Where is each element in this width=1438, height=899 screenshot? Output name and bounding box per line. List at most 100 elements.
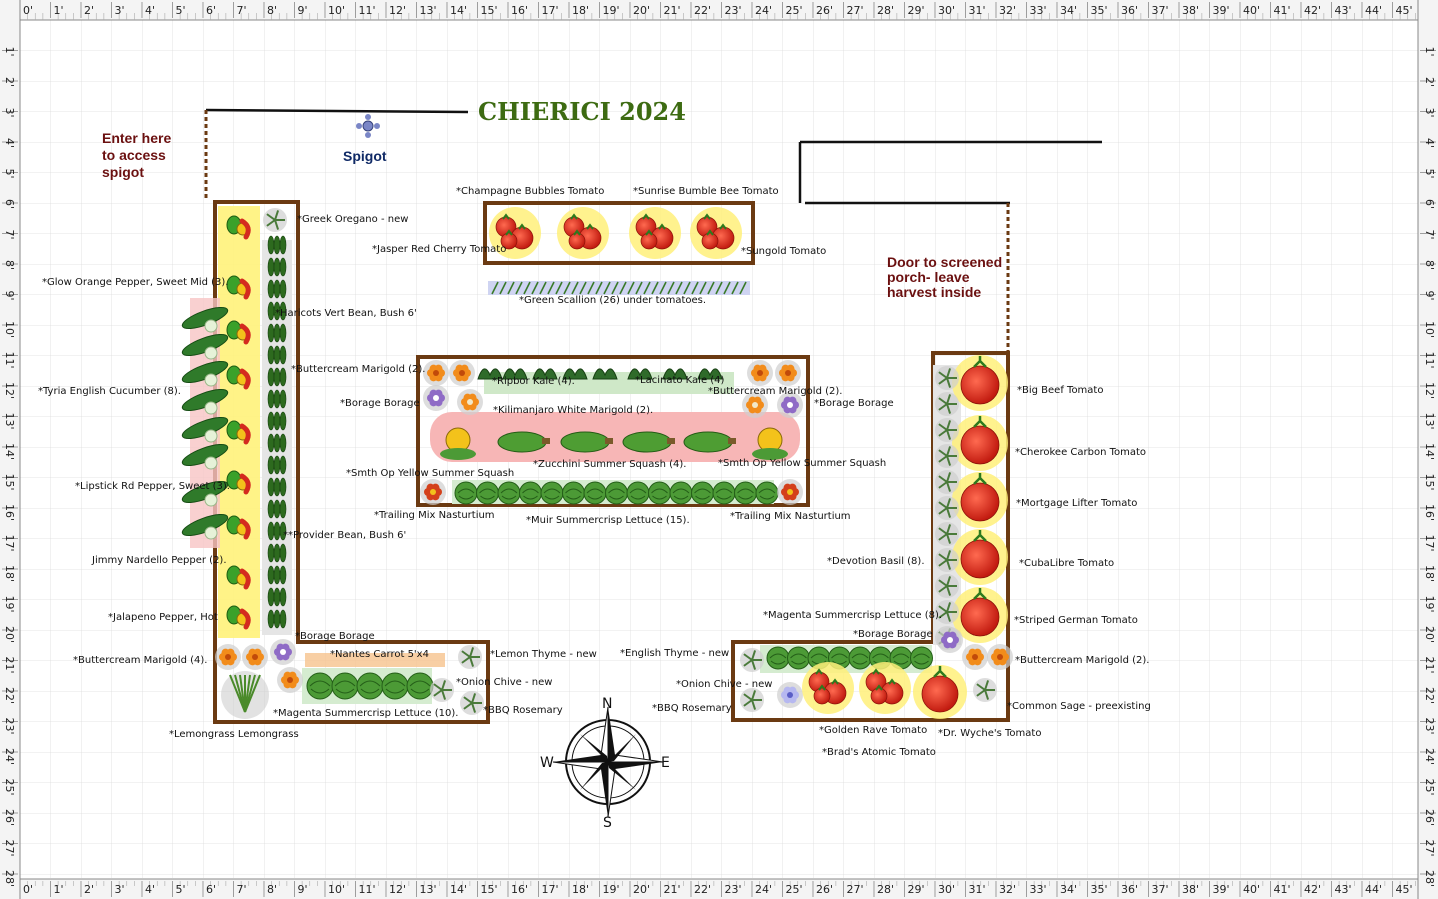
ruler-tick-label: 25' xyxy=(786,883,803,896)
plant-label: *Striped German Tomato xyxy=(1014,615,1138,626)
compass-rose-icon xyxy=(552,706,664,818)
ruler-tick-label: 4' xyxy=(145,883,155,896)
ruler-tick-label: 39' xyxy=(1213,883,1230,896)
cucumber-icon xyxy=(181,513,229,540)
ruler-tick-label: 20' xyxy=(3,626,16,643)
ruler-tick-label: 19' xyxy=(3,596,16,613)
ruler-tick-label: 7' xyxy=(237,4,247,17)
ruler-tick-label: 16' xyxy=(1423,504,1436,521)
plant-label: *Smth Op Yellow Summer Squash xyxy=(346,468,514,479)
borage-icon xyxy=(777,392,803,418)
ruler-tick-label: 2' xyxy=(84,4,94,17)
ruler-tick-label: 28' xyxy=(1423,870,1436,887)
plant-label: *Tyria English Cucumber (8). xyxy=(38,386,181,397)
zucchini-icon xyxy=(622,431,675,453)
ruler-tick-label: 17' xyxy=(1423,535,1436,552)
lettuce-icon xyxy=(331,672,359,700)
scallion-icon xyxy=(571,281,579,295)
ruler-tick-label: 8' xyxy=(3,260,16,270)
ruler-tick-label: 7' xyxy=(1423,230,1436,240)
scallion-icon xyxy=(507,281,515,295)
bed-top-tomato[interactable] xyxy=(483,201,755,265)
scallion-icon xyxy=(547,281,555,295)
kale-icon xyxy=(592,368,618,380)
borage-icon xyxy=(270,639,296,665)
ruler-tick-label: 14' xyxy=(450,883,467,896)
plant-label: *Magenta Summercrisp Lettuce (10). xyxy=(273,708,458,719)
pepper-icon xyxy=(226,275,251,300)
herb-icon xyxy=(935,470,959,494)
scallion-icon xyxy=(619,281,627,295)
ruler-tick-label: 24' xyxy=(755,883,772,896)
ruler-tick-label: 21' xyxy=(3,657,16,674)
ruler-tick-label: 27' xyxy=(847,883,864,896)
ruler-tick-label: 31' xyxy=(969,4,986,17)
bean-icon xyxy=(267,279,287,299)
ruler-tick-label: 45' xyxy=(1396,883,1413,896)
ruler-tick-label: 12' xyxy=(1423,382,1436,399)
ruler-tick-label: 35' xyxy=(1091,883,1108,896)
ruler-tick-label: 8' xyxy=(267,883,277,896)
middle-bed-plants xyxy=(420,360,803,505)
compass-e: E xyxy=(661,755,670,771)
ruler-tick-label: 9' xyxy=(298,4,308,17)
ruler-tick-label: 8' xyxy=(1423,260,1436,270)
lettuce-icon xyxy=(712,481,736,505)
plant-label: *Smth Op Yellow Summer Squash xyxy=(718,458,886,469)
fence-lines xyxy=(204,108,1102,355)
bean-icon xyxy=(267,543,287,563)
ruler-tick-label: 21' xyxy=(1423,657,1436,674)
lettuce-icon xyxy=(519,481,542,505)
bean-icon xyxy=(267,235,287,255)
ruler-tick-label: 23' xyxy=(725,4,742,17)
ruler-tick-label: 15' xyxy=(481,4,498,17)
kale-icon xyxy=(502,368,528,380)
bean-icon xyxy=(267,521,287,541)
plant-label: *Sungold Tomato xyxy=(741,246,826,257)
ruler-tick-label: 25' xyxy=(786,4,803,17)
plant-label: *Borage Borage xyxy=(340,398,420,409)
scallion-icon xyxy=(691,281,699,295)
ruler-tick-label: 19' xyxy=(603,883,620,896)
plant-label: **Provider Bean, Bush 6' xyxy=(283,530,406,541)
scallion-icon xyxy=(515,281,523,295)
ruler-tick-label: 25' xyxy=(3,779,16,796)
ruler-tick-label: 43' xyxy=(1335,4,1352,17)
plant-label: *BBQ Rosemary xyxy=(483,705,563,716)
ruler-tick-label: 30' xyxy=(938,883,955,896)
ruler-tick-label: 4' xyxy=(3,138,16,148)
bean-icon xyxy=(267,609,287,629)
plant-label: *Trailing Mix Nasturtium xyxy=(374,510,495,521)
scallion-icon xyxy=(635,281,643,295)
rosemary-icon xyxy=(777,682,803,708)
lettuce-icon xyxy=(381,672,409,700)
svg-text:Door to screened: Door to screened xyxy=(887,254,1002,270)
scallion-icon xyxy=(643,281,651,295)
door-note: Door to screened porch- leave harvest in… xyxy=(887,254,1002,300)
ruler-tick-label: 23' xyxy=(725,883,742,896)
ruler-tick-label: 25' xyxy=(1423,779,1436,796)
cucumber-icon xyxy=(181,333,229,360)
ruler-tick-label: 3' xyxy=(115,883,125,896)
ruler-tick-label: 32' xyxy=(999,883,1016,896)
ruler-tick-label: 10' xyxy=(328,4,345,17)
lettuce-icon xyxy=(734,481,757,505)
scallion-icon xyxy=(683,281,691,295)
ruler-tick-label: 35' xyxy=(1091,4,1108,17)
lettuce-icon xyxy=(691,481,714,505)
kale-icon xyxy=(477,368,503,380)
marigold-icon xyxy=(775,360,801,386)
ruler-tick-label: 11' xyxy=(359,4,376,17)
bean-icon xyxy=(267,301,287,321)
herb-icon xyxy=(740,648,764,672)
ruler-tick-label: 13' xyxy=(420,883,437,896)
borage-icon xyxy=(937,627,963,653)
zucchini-icon xyxy=(683,431,736,453)
ruler-tick-label: 19' xyxy=(1423,596,1436,613)
ruler-tick-label: 18' xyxy=(572,883,589,896)
plant-label: *Buttercream Marigold (2). xyxy=(1015,655,1149,666)
plant-labels: *Greek Oregano - new*Glow Orange Pepper,… xyxy=(38,186,1151,758)
svg-text:to access: to access xyxy=(102,147,166,163)
ruler-tick-label: 0' xyxy=(23,4,33,17)
ruler-tick-label: 3' xyxy=(3,108,16,118)
